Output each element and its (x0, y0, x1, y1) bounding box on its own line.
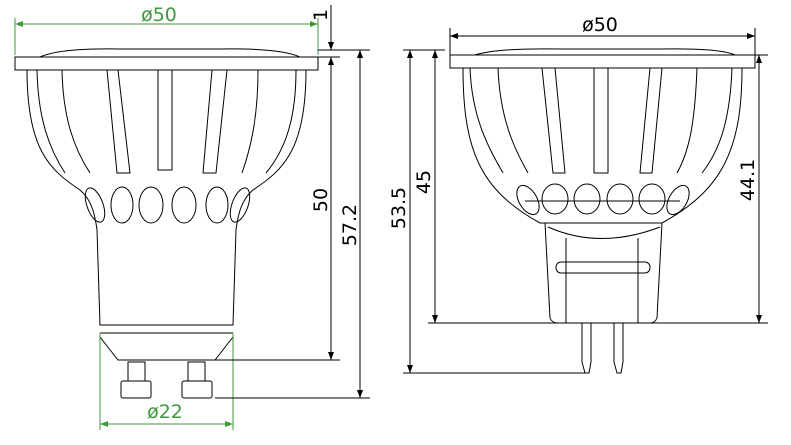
mr16-cup-height-label: 44.1 (737, 159, 759, 201)
mr16-pins (581, 323, 624, 374)
gu10-base-diameter-label: ø22 (147, 401, 183, 423)
gu10-vent-holes (84, 186, 251, 224)
mr16-fins (469, 67, 733, 174)
gu10-body-height-label: 50 (310, 188, 332, 212)
gu10-overall-height-label: 57.2 (339, 204, 361, 246)
mr16-vent-holes (516, 183, 690, 216)
gu10-diameter-50-dimension: ø50 (14, 4, 319, 55)
mr16-top-diameter-label: ø50 (582, 14, 618, 36)
gu10-rim-height-label: 1 (310, 9, 332, 21)
gu10-lamp (14, 48, 319, 399)
gu10-fins (36, 69, 297, 174)
gu10-diameter-22-dimension: ø22 (99, 333, 234, 430)
gu10-height-dimensions: 1 50 57.2 (215, 5, 370, 399)
mr16-height-dimensions: 53.5 45 44.1 (388, 49, 768, 374)
gu10-pins (120, 361, 213, 399)
mr16-diameter-50-dimension: ø50 (449, 14, 756, 55)
mr16-band (555, 261, 651, 274)
mr16-lamp (449, 48, 756, 374)
gu10-top-diameter-label: ø50 (141, 4, 177, 26)
mr16-body-height-label: 45 (413, 170, 435, 194)
mr16-overall-height-label: 53.5 (388, 187, 410, 229)
